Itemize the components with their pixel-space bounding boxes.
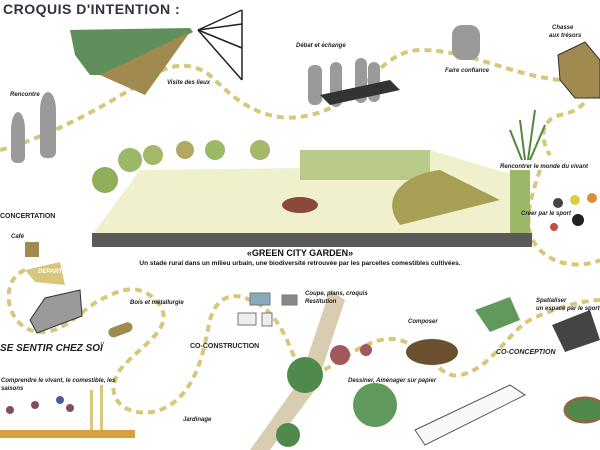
label-visite: Visite des lieux xyxy=(167,80,211,86)
depart-flag xyxy=(25,262,65,285)
co-conception-table xyxy=(414,384,526,446)
phase-co-conception: CO-CONCEPTION xyxy=(496,349,556,356)
label-coupe-1: Coupe, plans, croquis xyxy=(305,291,368,297)
label-dessiner: Dessiner, Aménager sur papier xyxy=(348,378,437,384)
phase-concertation: CONCERTATION xyxy=(0,213,56,220)
treasure-box xyxy=(557,41,600,99)
label-depart: DEPART xyxy=(38,269,63,275)
label-cafe: Café xyxy=(11,234,25,240)
stadium-model xyxy=(552,310,600,352)
flower-bed xyxy=(0,430,135,438)
sport-items xyxy=(550,193,597,231)
label-sport: Créer par le sport xyxy=(521,211,572,217)
log xyxy=(108,322,133,338)
label-debat: Débat et échange xyxy=(296,43,346,49)
garden-subtitle: Un stade rural dans un milieu urbain, un… xyxy=(139,260,461,267)
field-model xyxy=(475,297,520,332)
label-vivant: Rencontrer le monde du vivant xyxy=(500,164,589,170)
label-spatialiser-1: Spatialiser xyxy=(536,298,567,304)
label-coupe-2: Restitution xyxy=(305,299,337,305)
plan-trees xyxy=(250,290,397,450)
oval-model xyxy=(563,396,600,424)
page-title: CROQUIS D'INTENTION : xyxy=(3,1,181,17)
flowers xyxy=(6,385,103,430)
grass-plant xyxy=(509,109,546,161)
coffee-cup xyxy=(25,242,39,257)
label-chasse-1: Chasse xyxy=(552,25,574,31)
label-spatialiser-2: un espace par le sport xyxy=(536,306,600,312)
table-sketch xyxy=(320,80,400,105)
label-confiance: Faire confiance xyxy=(445,68,490,74)
garden-title: «GREEN CITY GARDEN» xyxy=(246,248,354,258)
phase-co-construction: CO-CONSTRUCTION xyxy=(190,343,260,350)
phase-chez-soi: SE SENTIR CHEZ SOÏ xyxy=(0,343,103,354)
path-sketch xyxy=(100,32,190,95)
garden-panorama xyxy=(92,140,532,247)
label-chasse-2: aux trésors xyxy=(549,33,582,39)
pergola-sketch xyxy=(197,9,243,81)
label-comprendre-2: saisons xyxy=(1,386,24,392)
label-jardinage: Jardinage xyxy=(183,417,212,423)
label-rencontre: Rencontre xyxy=(10,92,40,98)
house-sketch xyxy=(29,289,83,334)
label-comprendre-1: Comprendre le vivant, le comestible, les xyxy=(1,378,116,384)
sketch-sheets xyxy=(237,292,298,327)
label-bois: Bois et métallurgie xyxy=(130,300,184,306)
label-composer: Composer xyxy=(408,319,438,325)
forest-sketch xyxy=(70,28,193,75)
palette xyxy=(406,339,458,365)
